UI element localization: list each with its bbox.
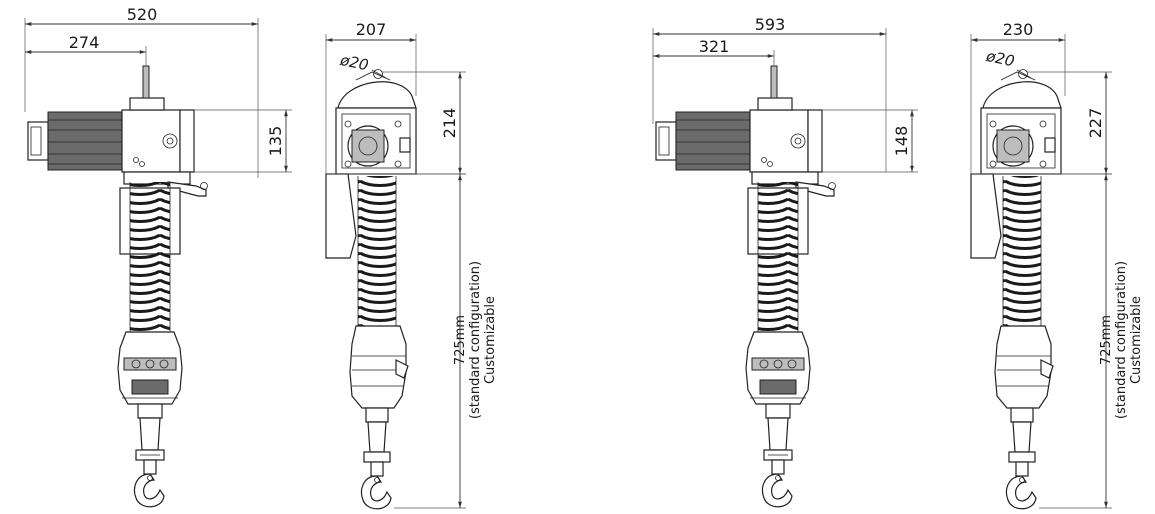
front-height-label: 148 [892, 126, 911, 157]
cable-length-label: 725mm [1099, 315, 1114, 365]
front-offset-label: 321 [699, 37, 730, 56]
cable-length-label: 725mm [453, 315, 468, 365]
model-1-front-view: 520 274 135 [24, 5, 292, 508]
cable-annotation-1: 725mm (standard configuration) Customiza… [453, 261, 498, 419]
cable-config-label: (standard configuration) [1114, 261, 1129, 419]
model-2-side-view: 230 ø20 227 725mm (standard configuratio… [970, 20, 1144, 510]
cable-note-label: Customizable [483, 296, 498, 384]
side-diameter-label: ø20 [338, 51, 370, 75]
model-1-side-view: 207 ø20 214 725mm (standard configuratio… [325, 20, 498, 510]
front-offset-label: 274 [69, 33, 100, 52]
cable-note-label: Customizable [1129, 296, 1144, 384]
front-width-label: 520 [127, 5, 158, 24]
side-width-label: 230 [1003, 20, 1034, 39]
side-diameter-label: ø20 [984, 47, 1016, 71]
front-width-label: 593 [755, 15, 786, 34]
model-2-front-view: 593 321 148 [652, 15, 918, 508]
side-height-label: 214 [440, 108, 459, 139]
side-height-label: 227 [1086, 108, 1105, 139]
cable-config-label: (standard configuration) [468, 261, 483, 419]
side-width-label: 207 [356, 20, 387, 39]
cable-annotation-2: 725mm (standard configuration) Customiza… [1099, 261, 1144, 419]
front-height-label: 135 [266, 126, 285, 157]
